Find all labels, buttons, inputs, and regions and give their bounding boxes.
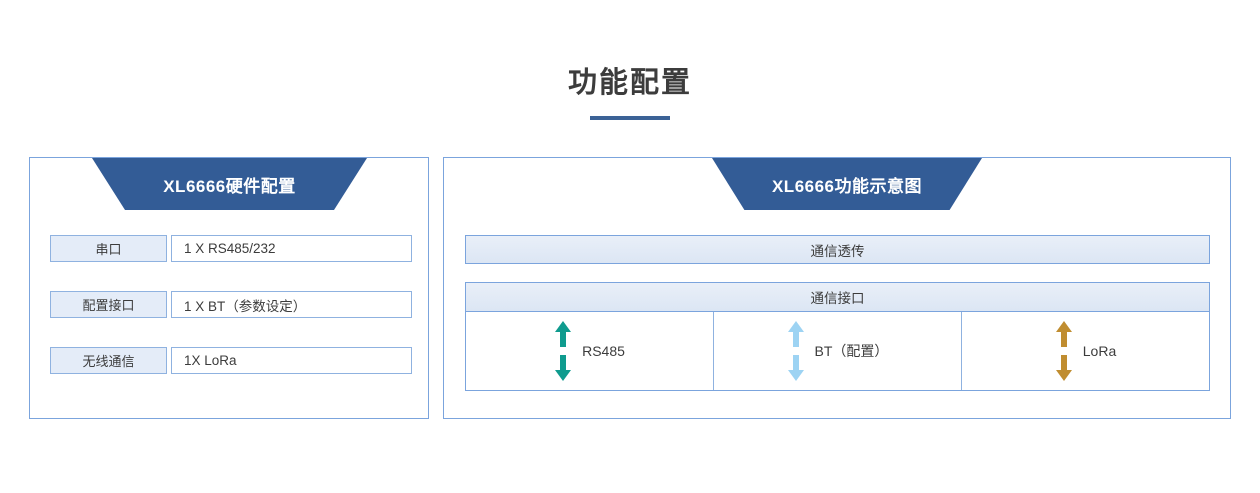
spec-label-config-interface: 配置接口 [50, 291, 167, 318]
function-diagram-banner-title: XL6666功能示意图 [771, 177, 923, 196]
page-title: 功能配置 [567, 67, 692, 99]
function-diagram-banner: XL6666功能示意图 [712, 158, 982, 210]
communication-interface-header: 通信接口 [466, 283, 1209, 312]
double-arrow-vertical-icon [1055, 321, 1072, 381]
transparent-transmission-label: 通信透传 [810, 243, 865, 259]
interface-column-rs485: RS485 [466, 312, 714, 390]
interface-column-lora: LoRa [962, 312, 1209, 390]
spec-value-serial: 1 X RS485/232 [171, 235, 412, 262]
hardware-config-banner-title: XL6666硬件配置 [163, 177, 296, 196]
table-row: 无线通信 1X LoRa [50, 347, 412, 374]
double-arrow-vertical-icon [555, 321, 572, 381]
table-row: 配置接口 1 X BT（参数设定） [50, 291, 412, 318]
interface-label-lora: LoRa [1082, 343, 1117, 359]
spec-label-serial: 串口 [50, 235, 167, 262]
double-arrow-vertical-icon [787, 321, 804, 381]
spec-value-wireless: 1X LoRa [171, 347, 412, 374]
function-diagram: 通信透传 通信接口 RS485 [465, 235, 1210, 391]
table-row: 串口 1 X RS485/232 [50, 235, 412, 262]
hardware-spec-list: 串口 1 X RS485/232 配置接口 1 X BT（参数设定） 无线通信 … [50, 235, 412, 374]
communication-interface-columns: RS485 BT（配置） [466, 312, 1209, 390]
title-underline [590, 115, 670, 120]
transparent-transmission-band: 通信透传 [465, 235, 1210, 264]
interface-column-bt: BT（配置） [714, 312, 962, 390]
communication-interface-block: 通信接口 RS485 [465, 282, 1210, 391]
spec-label-wireless: 无线通信 [50, 347, 167, 374]
function-diagram-panel: XL6666功能示意图 通信透传 通信接口 RS485 [443, 157, 1231, 419]
interface-label-rs485: RS485 [582, 343, 625, 359]
communication-interface-label: 通信接口 [810, 291, 865, 306]
spec-value-config-interface: 1 X BT（参数设定） [171, 291, 412, 318]
interface-label-bt: BT（配置） [814, 343, 889, 359]
hardware-config-panel: XL6666硬件配置 串口 1 X RS485/232 配置接口 1 X BT（… [29, 157, 429, 419]
page-title-block: 功能配置 [0, 67, 1260, 120]
hardware-config-banner: XL6666硬件配置 [92, 158, 367, 210]
